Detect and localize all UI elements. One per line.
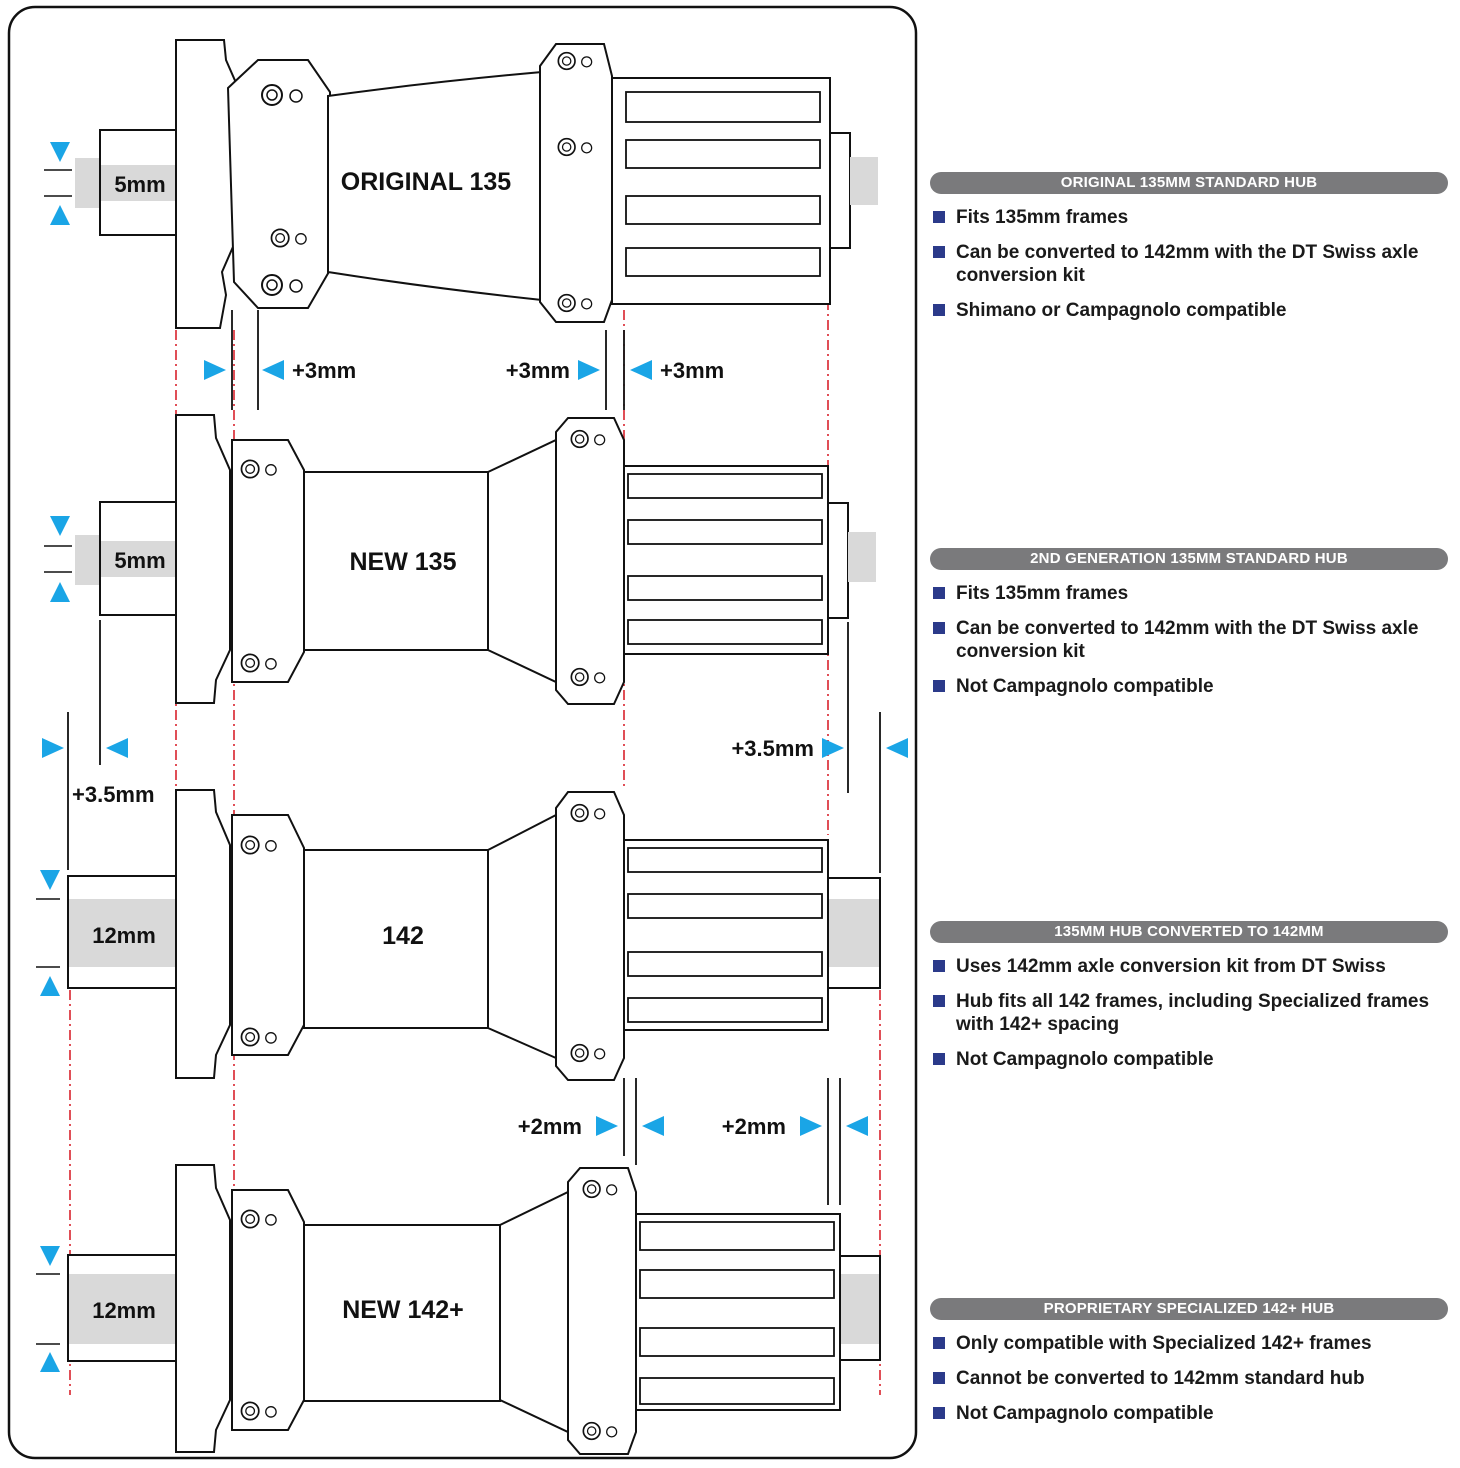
hub-new-135 bbox=[75, 414, 876, 705]
square-bullet-icon bbox=[933, 587, 945, 599]
axle-5mm-band bbox=[100, 165, 178, 201]
list-item-text: Uses 142mm axle conversion kit from DT S… bbox=[956, 956, 1386, 977]
panel-135-converted-142: 135MM HUB CONVERTED TO 142MM Uses 142mm … bbox=[930, 921, 1448, 1083]
spacing-label-row1-left: +3mm bbox=[292, 358, 356, 383]
hub-label-new-142-plus: NEW 142+ bbox=[342, 1296, 464, 1324]
square-bullet-icon bbox=[933, 995, 945, 1007]
list-item-text: Not Campagnolo compatible bbox=[956, 1049, 1214, 1070]
spacing-markers bbox=[67, 310, 881, 1205]
list-item: Can be converted to 142mm with the DT Sw… bbox=[930, 241, 1448, 287]
list-item-text: Fits 135mm frames bbox=[956, 207, 1129, 228]
axle-end-right bbox=[829, 132, 851, 249]
square-bullet-icon bbox=[933, 960, 945, 972]
list-item: Uses 142mm axle conversion kit from DT S… bbox=[930, 955, 1448, 978]
list-item-text: Can be converted to 142mm with the DT Sw… bbox=[956, 242, 1419, 286]
axle-height-arrows bbox=[36, 142, 72, 1372]
axle-label-hub3: 12mm bbox=[92, 923, 156, 948]
square-bullet-icon bbox=[933, 246, 945, 258]
square-bullet-icon bbox=[933, 680, 945, 692]
spacing-label-row3-right: +2mm bbox=[722, 1114, 786, 1139]
list-item: Only compatible with Specialized 142+ fr… bbox=[930, 1332, 1448, 1355]
list-item-text: Not Campagnolo compatible bbox=[956, 676, 1214, 697]
square-bullet-icon bbox=[933, 211, 945, 223]
panel-list: Fits 135mm frames Can be converted to 14… bbox=[930, 582, 1448, 698]
square-bullet-icon bbox=[933, 1337, 945, 1349]
list-item-text: Fits 135mm frames bbox=[956, 583, 1129, 604]
spacing-label-row2-left: +3.5mm bbox=[72, 782, 155, 807]
square-bullet-icon bbox=[933, 304, 945, 316]
spacing-label-row1-mid: +3mm bbox=[506, 358, 570, 383]
spacing-label-row3-left: +2mm bbox=[518, 1114, 582, 1139]
hub-label-new-135: NEW 135 bbox=[350, 548, 457, 576]
list-item: Cannot be converted to 142mm standard hu… bbox=[930, 1367, 1448, 1390]
panel-list: Fits 135mm frames Can be converted to 14… bbox=[930, 206, 1448, 322]
axle-label-hub1: 5mm bbox=[114, 172, 165, 197]
list-item: Not Campagnolo compatible bbox=[930, 675, 1448, 698]
list-item-text: Cannot be converted to 142mm standard hu… bbox=[956, 1368, 1365, 1389]
list-item-text: Can be converted to 142mm with the DT Sw… bbox=[956, 618, 1419, 662]
panel-title: PROPRIETARY SPECIALIZED 142+ HUB bbox=[930, 1298, 1448, 1320]
list-item: Not Campagnolo compatible bbox=[930, 1402, 1448, 1425]
panel-title: 135MM HUB CONVERTED TO 142MM bbox=[930, 921, 1448, 943]
list-item: Shimano or Campagnolo compatible bbox=[930, 299, 1448, 322]
panel-title: 2ND GENERATION 135MM STANDARD HUB bbox=[930, 548, 1448, 570]
panel-2nd-gen-135: 2ND GENERATION 135MM STANDARD HUB Fits 1… bbox=[930, 548, 1448, 710]
hub-new-142-plus bbox=[67, 1164, 881, 1455]
diagram-frame bbox=[7, 5, 918, 1460]
panel-list: Uses 142mm axle conversion kit from DT S… bbox=[930, 955, 1448, 1071]
axle-label-hub4: 12mm bbox=[92, 1298, 156, 1323]
hub-original-135 bbox=[75, 39, 878, 329]
panel-list: Only compatible with Specialized 142+ fr… bbox=[930, 1332, 1448, 1425]
list-item: Can be converted to 142mm with the DT Sw… bbox=[930, 617, 1448, 663]
panel-original-135: ORIGINAL 135MM STANDARD HUB Fits 135mm f… bbox=[930, 172, 1448, 334]
square-bullet-icon bbox=[933, 1407, 945, 1419]
list-item: Hub fits all 142 frames, including Speci… bbox=[930, 990, 1448, 1036]
square-bullet-icon bbox=[933, 622, 945, 634]
disc-flange bbox=[175, 39, 242, 329]
list-item: Fits 135mm frames bbox=[930, 582, 1448, 605]
axle-end-left bbox=[75, 158, 101, 208]
panel-specialized-142-plus: PROPRIETARY SPECIALIZED 142+ HUB Only co… bbox=[930, 1298, 1448, 1437]
axle-label-hub2: 5mm bbox=[114, 548, 165, 573]
list-item: Fits 135mm frames bbox=[930, 206, 1448, 229]
spacing-arrows bbox=[42, 360, 908, 1136]
square-bullet-icon bbox=[933, 1053, 945, 1065]
list-item-text: Not Campagnolo compatible bbox=[956, 1403, 1214, 1424]
hub-142 bbox=[67, 789, 881, 1081]
hub-label-original-135: ORIGINAL 135 bbox=[341, 168, 512, 196]
drive-flange-right bbox=[539, 43, 613, 323]
axle-end-right-tip bbox=[850, 157, 878, 205]
list-item-text: Only compatible with Specialized 142+ fr… bbox=[956, 1333, 1372, 1354]
panel-title: ORIGINAL 135MM STANDARD HUB bbox=[930, 172, 1448, 194]
square-bullet-icon bbox=[933, 1372, 945, 1384]
list-item-text: Hub fits all 142 frames, including Speci… bbox=[956, 991, 1430, 1035]
spacing-label-row1-right: +3mm bbox=[660, 358, 724, 383]
list-item-text: Shimano or Campagnolo compatible bbox=[956, 300, 1287, 321]
spacing-label-row2-right: +3.5mm bbox=[731, 736, 814, 761]
hub-label-142: 142 bbox=[382, 922, 424, 950]
drive-flange-left bbox=[226, 59, 331, 309]
list-item: Not Campagnolo compatible bbox=[930, 1048, 1448, 1071]
